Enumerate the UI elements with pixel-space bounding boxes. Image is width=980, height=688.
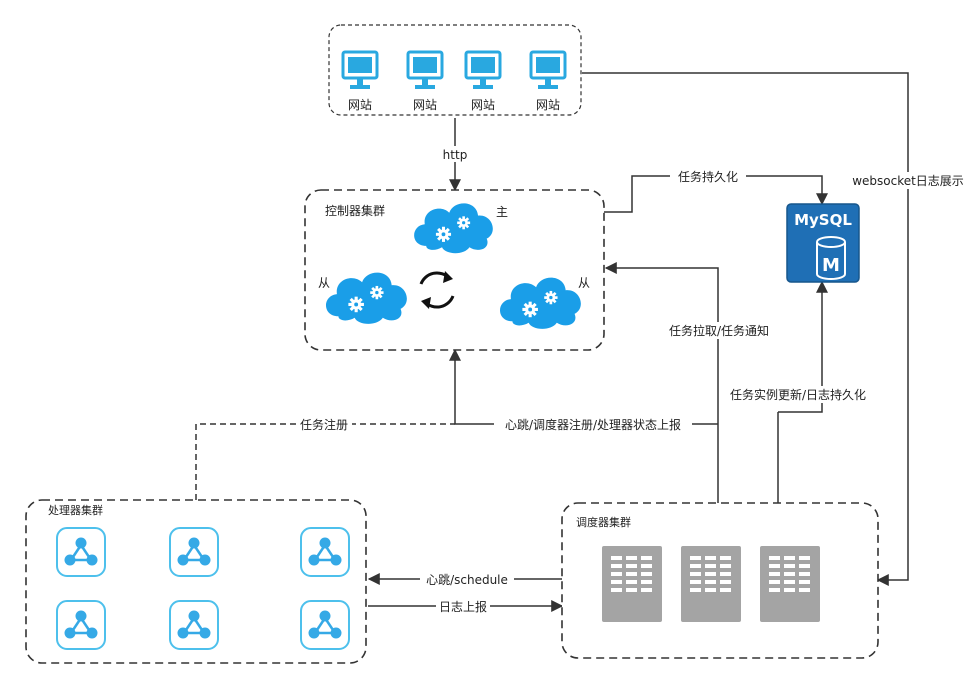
server-icon [602, 546, 662, 622]
scheduler-cluster-title: 调度器集群 [576, 515, 631, 529]
cylinder-icon: M [816, 236, 846, 280]
edge-heartbeat-register [449, 348, 718, 425]
mysql-badge: M [822, 255, 840, 276]
monitor-icon [464, 50, 502, 89]
processor-cluster-title: 处理器集群 [48, 503, 103, 517]
monitor-icon [341, 50, 379, 89]
website-label: 网站 [413, 98, 437, 112]
network-node-icon [64, 537, 98, 566]
processor-node [169, 527, 219, 577]
edge-label-register-task: 任务注册 [300, 417, 348, 432]
websites-group: 网站 网站 网站 [328, 24, 582, 116]
website-node: 网站 [529, 50, 567, 112]
edge-label-log-report: 日志上报 [439, 599, 487, 614]
edge-label-instance-update: 任务实例更新/日志持久化 [730, 387, 866, 402]
edge-websocket [582, 72, 909, 586]
edge-label-pull: 任务拉取/任务通知 [669, 323, 769, 338]
processor-node [300, 600, 350, 650]
mysql-name: MySQL [794, 211, 852, 229]
website-node: 网站 [406, 50, 444, 112]
controller-cluster: 控制器集群 主 从 从 [304, 189, 605, 351]
website-label: 网站 [471, 98, 495, 112]
website-label: 网站 [536, 98, 560, 112]
processor-node [56, 527, 106, 577]
website-node: 网站 [464, 50, 502, 112]
monitor-icon [529, 50, 567, 89]
processor-node [169, 600, 219, 650]
server-icon [681, 546, 741, 622]
monitor-icon [406, 50, 444, 89]
edge-label-websocket: websocket日志展示 [852, 174, 964, 188]
edge-label-heartbeat-register: 心跳/调度器注册/处理器状态上报 [505, 417, 681, 432]
network-node-icon [177, 537, 211, 566]
network-node-icon [177, 610, 211, 639]
controller-cluster-title: 控制器集群 [325, 203, 385, 218]
sync-icon [419, 271, 455, 309]
slave-right-label: 从 [578, 276, 590, 290]
network-node-icon [64, 610, 98, 639]
website-node: 网站 [341, 50, 379, 112]
master-label: 主 [496, 205, 508, 219]
slave-left-label: 从 [318, 276, 330, 290]
network-node-icon [308, 537, 342, 566]
processor-node [56, 600, 106, 650]
server-icon [760, 546, 820, 622]
edge-label-persist: 任务持久化 [678, 169, 738, 184]
edge-label-http: http [443, 148, 468, 162]
website-label: 网站 [348, 98, 372, 112]
edge-persist [604, 175, 828, 213]
network-node-icon [308, 610, 342, 639]
processor-node [300, 527, 350, 577]
edges: http 任务持久化 websocket日志展示 任务拉取/任务通知 任务实例更… [195, 72, 968, 614]
edge-pull [604, 262, 719, 503]
processor-cluster: 处理器集群 [25, 499, 367, 664]
mysql-database-icon: MySQL M [786, 203, 860, 283]
scheduler-cluster: 调度器集群 [561, 502, 879, 659]
edge-label-heartbeat-schedule: 心跳/schedule [426, 573, 508, 587]
edge-register-task [195, 423, 455, 500]
